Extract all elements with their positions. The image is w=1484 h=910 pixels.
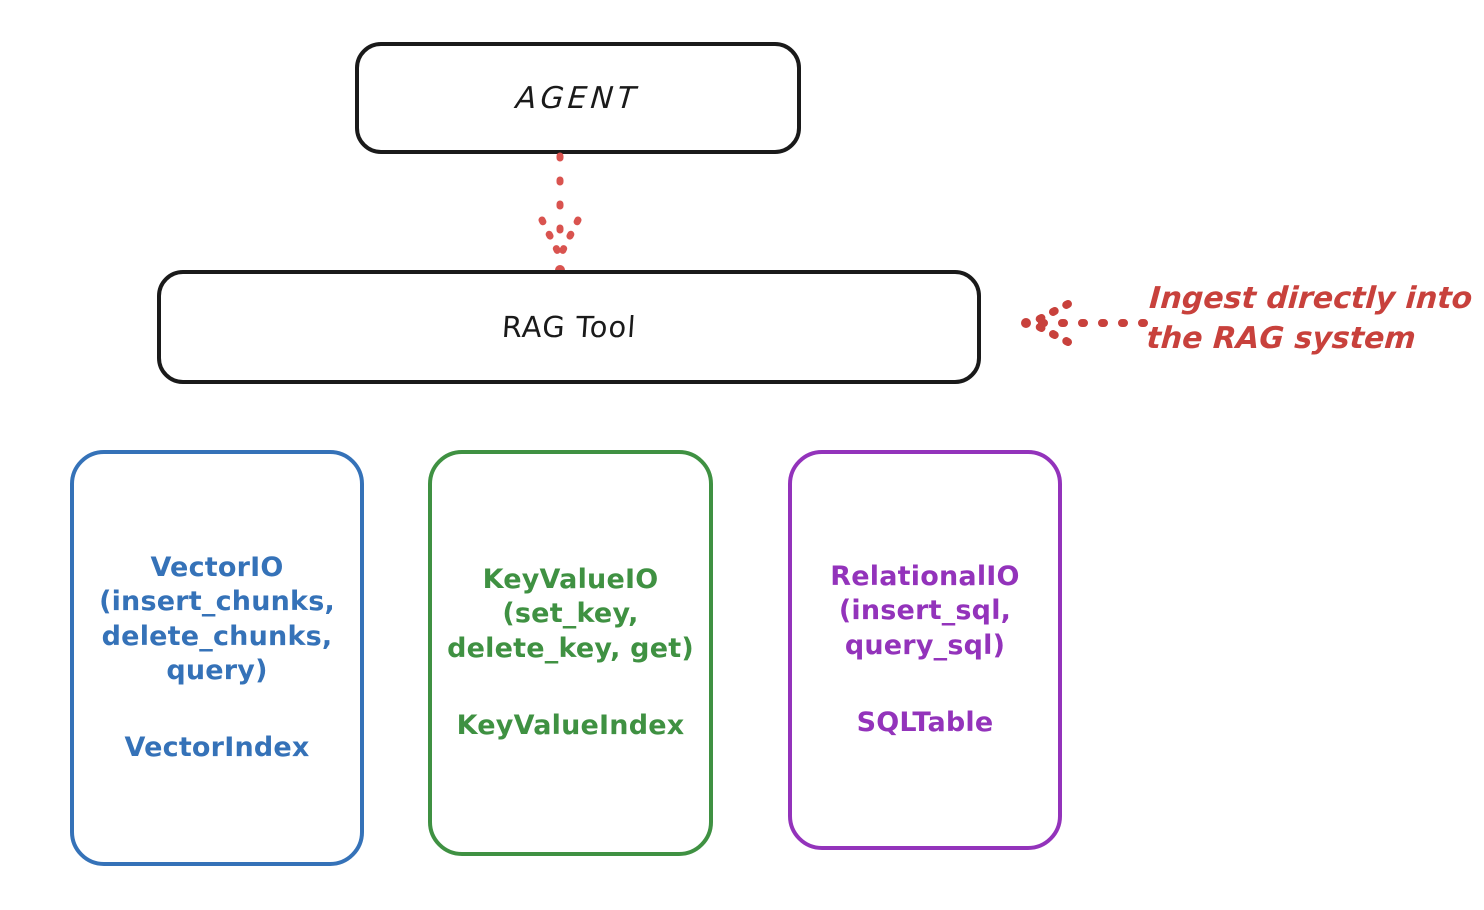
relational-io-index-label: SQLTable: [856, 706, 994, 738]
ingest-annotation-label: Ingest directly into the RAG system: [1145, 281, 1474, 356]
key-value-io-api-list: KeyValueIO (set_key, delete_key, get): [447, 563, 694, 664]
agent-node-label: AGENT: [514, 80, 642, 116]
ingest-arrow-icon: [1021, 300, 1148, 346]
key-value-io-index-label: KeyValueIndex: [456, 709, 685, 741]
relational-io-node[interactable]: RelationalIO (insert_sql, query_sql) SQL…: [788, 450, 1062, 850]
agent-node[interactable]: AGENT: [355, 42, 801, 154]
agent-to-rag-tool-arrow: [538, 152, 582, 275]
key-value-io-node[interactable]: KeyValueIO (set_key, delete_key, get) Ke…: [428, 450, 713, 856]
rag-tool-node-label: RAG Tool: [500, 310, 638, 344]
vector-io-index-label: VectorIndex: [124, 731, 310, 763]
relational-io-api-list: RelationalIO (insert_sql, query_sql): [830, 560, 1020, 661]
rag-tool-node[interactable]: RAG Tool: [157, 270, 981, 384]
vector-io-api-list: VectorIO (insert_chunks, delete_chunks, …: [99, 551, 335, 687]
vector-io-node[interactable]: VectorIO (insert_chunks, delete_chunks, …: [70, 450, 364, 866]
